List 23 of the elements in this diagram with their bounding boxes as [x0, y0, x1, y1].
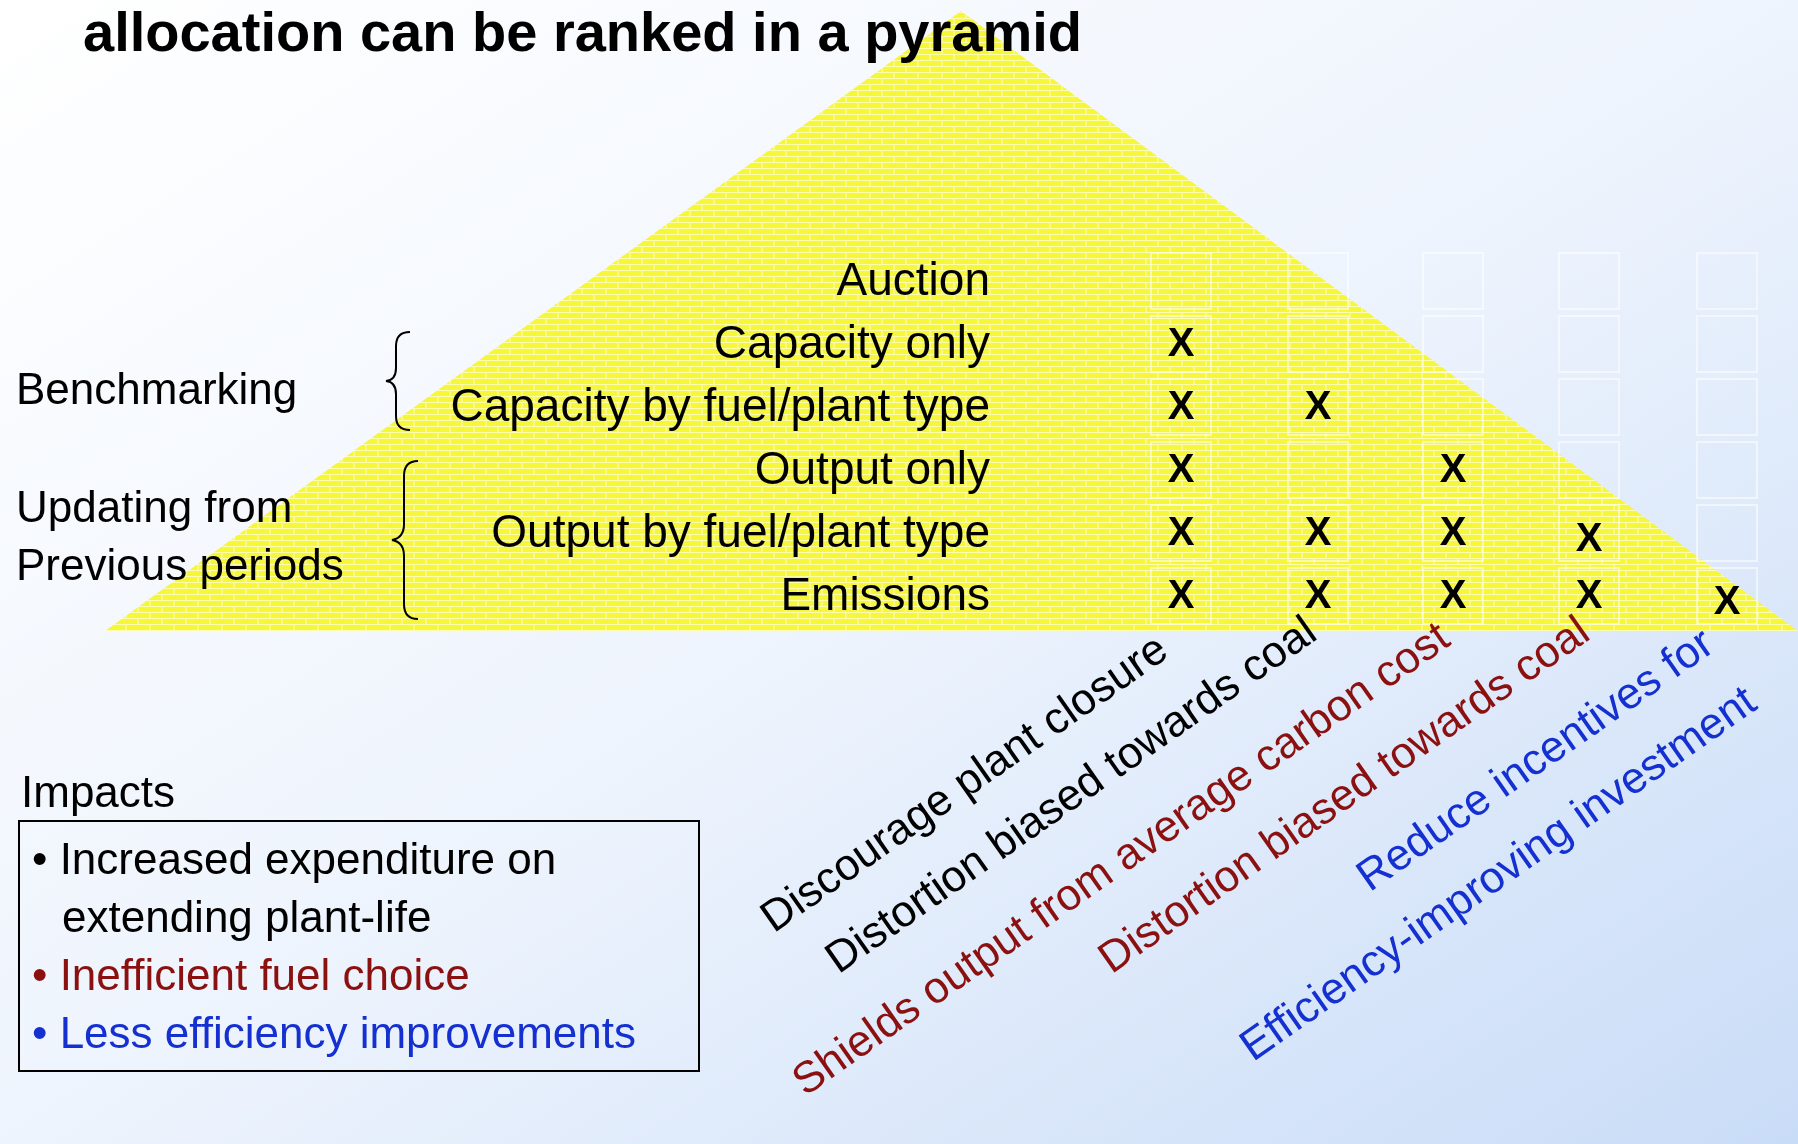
row-label: Auction — [836, 256, 990, 302]
check-mark: X — [1167, 511, 1195, 551]
check-mark: X — [1439, 448, 1467, 488]
check-mark: X — [1304, 511, 1332, 551]
bullet-item: • Inefficient fuel choice — [32, 949, 471, 1001]
check-mark: X — [1304, 385, 1332, 425]
check-mark: X — [1713, 580, 1741, 620]
check-mark: X — [1167, 574, 1195, 614]
row-label: Emissions — [780, 571, 990, 617]
title: allocation can be ranked in a pyramid — [83, 0, 1082, 64]
bullet-item: • Increased expenditure on extending plant-life — [32, 833, 558, 943]
check-mark: X — [1167, 385, 1195, 425]
check-mark: X — [1575, 517, 1603, 557]
check-mark: X — [1439, 511, 1467, 551]
check-mark: X — [1304, 574, 1332, 614]
check-mark: X — [1439, 574, 1467, 614]
group-label: Benchmarking — [16, 363, 299, 415]
box-heading: Impacts — [20, 768, 177, 816]
check-mark: X — [1575, 574, 1603, 614]
group-label: Updating from Previous periods — [16, 481, 345, 591]
check-mark: X — [1167, 448, 1195, 488]
bullet-item: • Less efficiency improvements — [32, 1007, 637, 1059]
check-mark: X — [1167, 322, 1195, 362]
